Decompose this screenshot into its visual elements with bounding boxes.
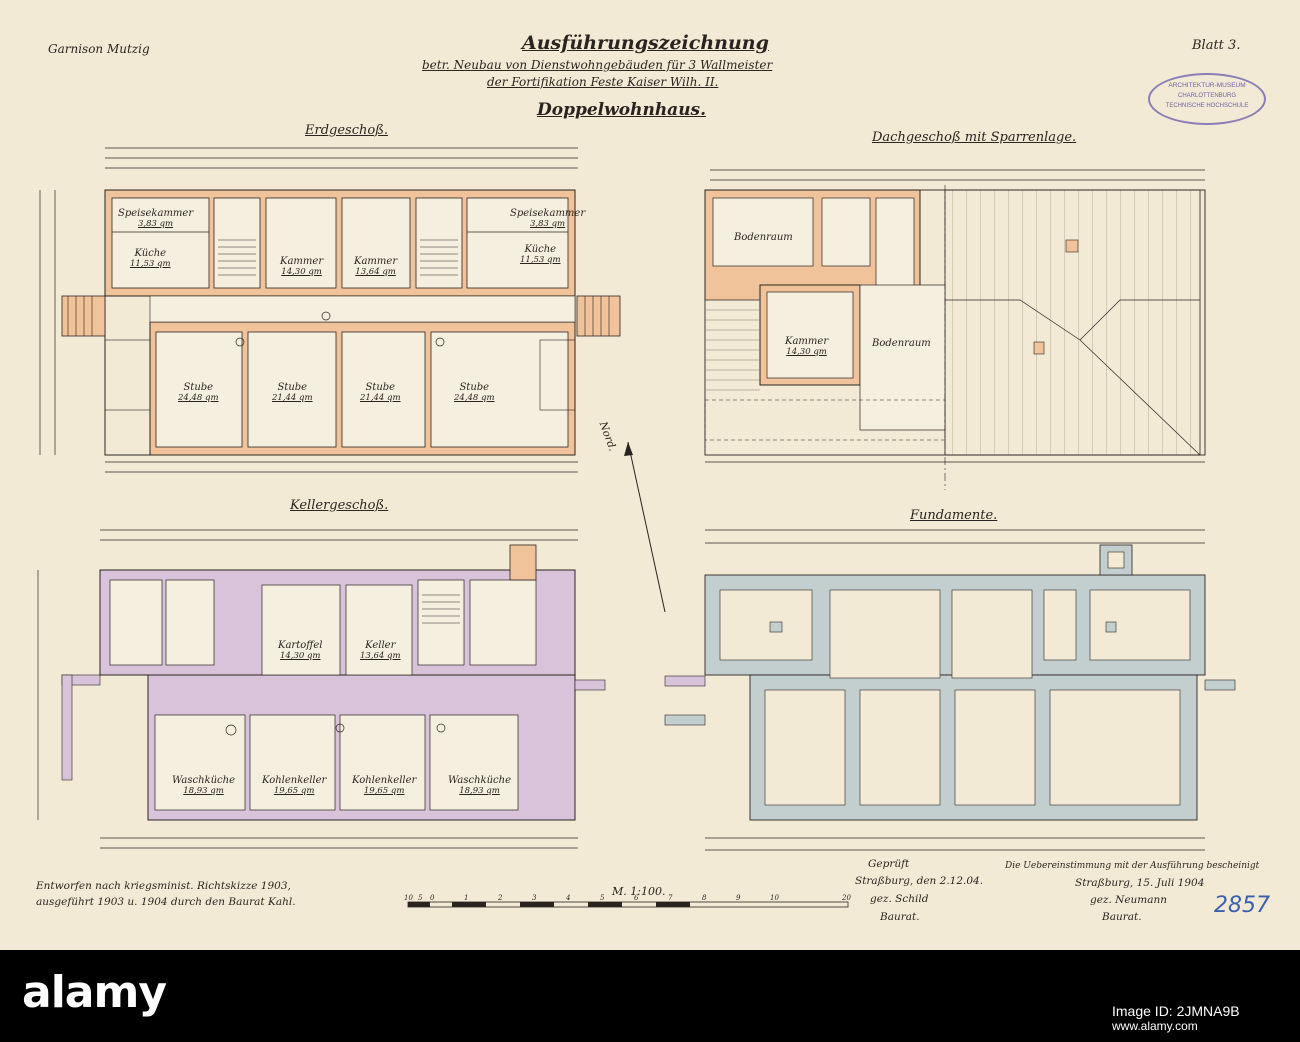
stamp-line-1: ARCHITEKTUR-MUSEUM xyxy=(1168,82,1246,89)
room-label: Bodenraum xyxy=(734,232,793,243)
scale-tick-label: 5 xyxy=(600,894,605,902)
scale-bar xyxy=(407,901,849,908)
scale-tick-label: 3 xyxy=(532,894,537,902)
attic-title: Dachgeschoß mit Sparrenlage. xyxy=(872,130,1077,145)
scale-tick-label: 4 xyxy=(566,894,571,902)
scale-tick-label: 20 xyxy=(842,894,851,902)
scale-tick-label: 7 xyxy=(668,894,673,902)
scale-tick-label: 8 xyxy=(702,894,707,902)
alamy-logo: alamy xyxy=(22,967,167,1018)
design-note-1: Entworfen nach kriegsminist. Richtskizze… xyxy=(36,880,291,892)
inventory-number: 2857 xyxy=(1214,893,1270,918)
scale-tick-label: 0 xyxy=(430,894,435,902)
ground-floor-plan xyxy=(39,147,621,473)
scale-tick-label: 6 xyxy=(634,894,639,902)
cellar-title: Kellergeschoß. xyxy=(290,498,389,513)
drawing-sheet: Garnison Mutzig Ausführungszeichnung bet… xyxy=(0,0,1300,950)
foundation-title: Fundamente. xyxy=(910,508,998,523)
image-id: Image ID: 2JMNA9B xyxy=(1112,1003,1240,1019)
garrison-label: Garnison Mutzig xyxy=(48,42,150,56)
design-note-2: ausgeführt 1903 u. 1904 durch den Baurat… xyxy=(36,896,296,908)
scale-note: M. 1:100. xyxy=(612,885,666,898)
check-line-4: Baurat. xyxy=(880,911,920,923)
cellar-plan xyxy=(37,529,606,849)
stamp-line-2: CHARLOTTENBURG xyxy=(1177,93,1236,99)
subtitle-line-1: betr. Neubau von Dienstwohngebäuden für … xyxy=(422,58,773,72)
drawing-title: Ausführungszeichnung xyxy=(522,32,769,54)
room-label: Bodenraum xyxy=(872,338,931,349)
stamp-line-3: TECHNISCHE HOCHSCHULE xyxy=(1165,103,1249,109)
watermark-bar xyxy=(0,950,1300,1042)
subtitle-line-2: der Fortifikation Feste Kaiser Wilh. II. xyxy=(487,75,719,89)
scale-tick-label: 5 xyxy=(418,894,423,902)
scale-tick-label: 10 xyxy=(770,894,779,902)
museum-stamp: ARCHITEKTUR-MUSEUM CHARLOTTENBURG TECHNI… xyxy=(1148,73,1266,125)
scale-tick-label: 1 xyxy=(464,894,469,902)
scale-tick-label: 9 xyxy=(736,894,741,902)
alamy-url: www.alamy.com xyxy=(1112,1019,1198,1033)
building-type: Doppelwohnhaus. xyxy=(537,100,707,120)
confirm-line-3: gez. Neumann xyxy=(1090,894,1168,906)
check-line-3: gez. Schild xyxy=(870,893,929,905)
ground-floor-title: Erdgeschoß. xyxy=(305,123,389,138)
floor-plans-drawing xyxy=(37,147,1236,908)
confirm-line-1: Die Uebereinstimmung mit der Ausführung … xyxy=(1005,861,1260,871)
confirm-line-4: Baurat. xyxy=(1102,911,1142,923)
foundation-plan xyxy=(664,529,1236,851)
confirm-line-2: Straßburg, 15. Juli 1904 xyxy=(1075,877,1205,889)
sheet-number: Blatt 3. xyxy=(1192,38,1241,53)
scale-tick-label: 2 xyxy=(498,894,503,902)
north-arrow xyxy=(624,441,666,613)
check-line-2: Straßburg, den 2.12.04. xyxy=(855,875,984,887)
attic-plan xyxy=(704,169,1206,490)
scale-tick-label: 10 xyxy=(404,894,413,902)
check-line-1: Geprüft xyxy=(868,858,910,870)
